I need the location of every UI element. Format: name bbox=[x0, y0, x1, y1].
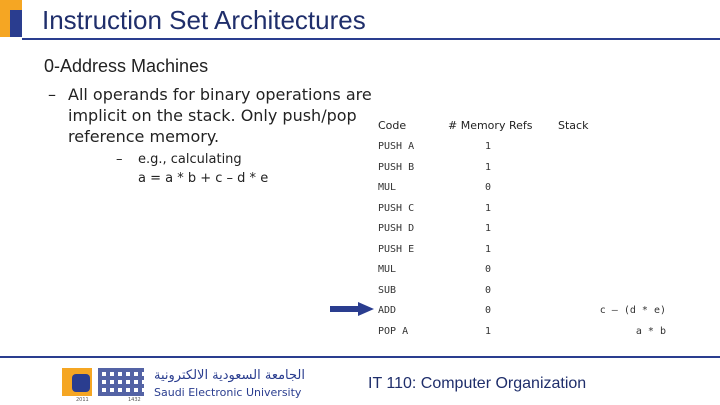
arrow-right-icon bbox=[330, 302, 374, 316]
row-code: PUSH E bbox=[378, 244, 415, 255]
logo-english-name: Saudi Electronic University bbox=[154, 386, 302, 399]
title-divider bbox=[22, 38, 720, 40]
slide-subtitle: 0-Address Machines bbox=[44, 56, 209, 76]
row-code: MUL bbox=[378, 182, 397, 193]
bullet-dash: – bbox=[48, 85, 56, 104]
row-stack: a * b bbox=[635, 326, 666, 337]
header-stack: Stack bbox=[558, 119, 589, 132]
row-code: PUSH A bbox=[378, 141, 415, 152]
logo-year-right: 1432 bbox=[128, 397, 141, 403]
header-code: Code bbox=[378, 119, 407, 132]
row-code: ADD bbox=[378, 305, 397, 316]
university-logo: 2011 1432 الجامعة السعودية الالكترونية S… bbox=[62, 366, 305, 403]
row-memory-refs: 1 bbox=[484, 244, 492, 255]
bullet-body: All operands for binary operations are i… bbox=[68, 85, 372, 146]
course-title: IT 110: Computer Organization bbox=[368, 375, 587, 392]
sub-bullet: – e.g., calculating a = a * b + c – d * … bbox=[116, 150, 338, 188]
row-code: PUSH C bbox=[378, 203, 415, 214]
footer-divider bbox=[0, 356, 720, 358]
row-memory-refs: 0 bbox=[484, 182, 492, 193]
row-code: PUSH D bbox=[378, 223, 415, 234]
row-memory-refs: 1 bbox=[484, 141, 492, 152]
row-code: MUL bbox=[378, 264, 397, 275]
sub-bullet-dash: – bbox=[116, 152, 123, 167]
slide-title: Instruction Set Architectures bbox=[42, 5, 366, 35]
header-memory-refs: # Memory Refs bbox=[448, 119, 533, 132]
sub-bullet-line-1: e.g., calculating bbox=[138, 152, 242, 167]
logo-year-left: 2011 bbox=[76, 397, 89, 403]
row-memory-refs: 0 bbox=[484, 305, 492, 316]
row-code: SUB bbox=[378, 285, 397, 296]
row-memory-refs: 0 bbox=[484, 285, 492, 296]
row-memory-refs: 1 bbox=[484, 326, 492, 337]
row-stack: c – (d * e) bbox=[599, 305, 666, 316]
row-code: PUSH B bbox=[378, 162, 415, 173]
logo-mark-blue bbox=[72, 374, 90, 392]
row-memory-refs: 0 bbox=[484, 264, 492, 275]
bullet-text: – All operands for binary operations are… bbox=[48, 84, 388, 147]
logo-pixel-pattern bbox=[98, 368, 144, 396]
row-code: POP A bbox=[378, 326, 409, 337]
sub-bullet-line-2: a = a * b + c – d * e bbox=[138, 171, 269, 186]
logo-arabic-name: الجامعة السعودية الالكترونية bbox=[154, 368, 305, 383]
row-memory-refs: 1 bbox=[484, 203, 492, 214]
row-memory-refs: 1 bbox=[484, 162, 492, 173]
row-memory-refs: 1 bbox=[484, 223, 492, 234]
title-accent-inner bbox=[10, 10, 22, 37]
